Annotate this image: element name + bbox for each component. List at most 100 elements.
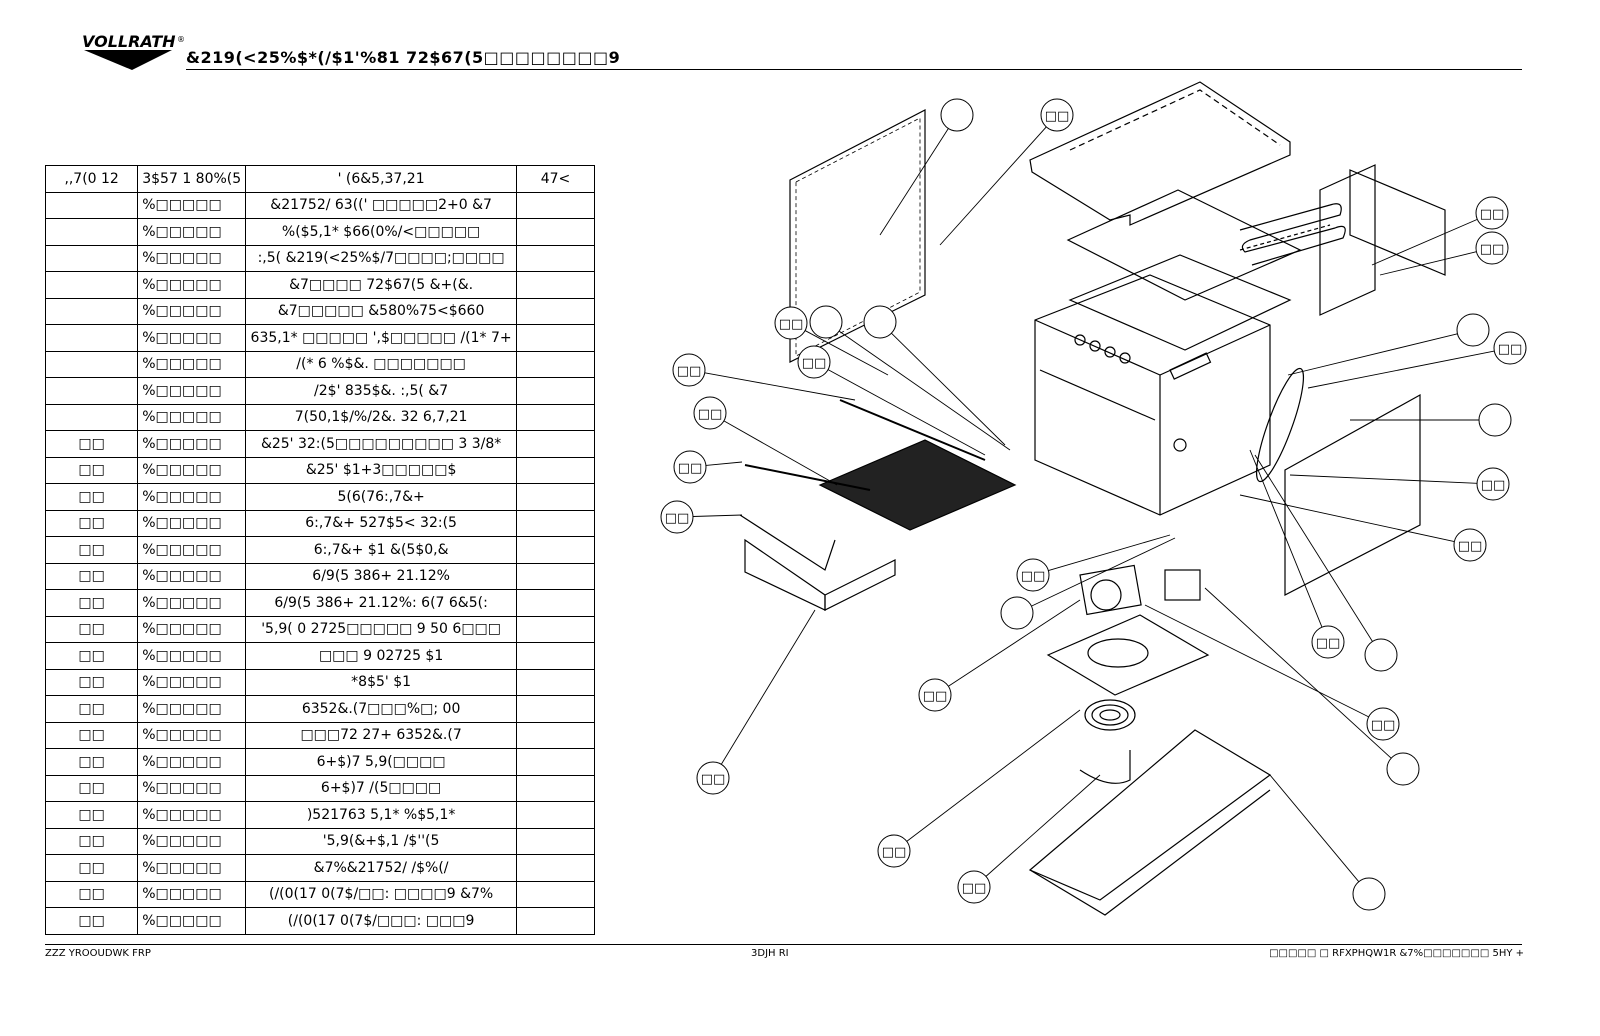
leader-line — [704, 372, 856, 401]
description-cell: 6352&.(7□□□%□; 00 — [245, 695, 518, 723]
description-cell: 635,1* □□□□□ ',$□□□□□ /(1* 7+ — [245, 324, 518, 352]
callout-circle — [774, 306, 808, 340]
callout-circle — [1311, 625, 1345, 659]
inner-panel — [1066, 189, 1302, 351]
table-row: %□□□□□/(* 6 %$&. □□□□□□□ — [44, 350, 595, 378]
leader-line — [838, 330, 1011, 451]
leader-line — [1239, 494, 1455, 543]
qty-cell — [516, 827, 595, 855]
callout-bubble: □□ — [660, 500, 743, 534]
table-row: □□%□□□□□*8$5' $1 — [44, 668, 595, 696]
description-cell: &7□□□□ 72$67(5 &+(&. — [245, 271, 518, 299]
footer-divider — [45, 944, 1522, 945]
footer-website: ZZZ YROOUDWK FRP — [45, 948, 151, 959]
leader-line — [906, 709, 1081, 842]
part-number-cell: %□□□□□ — [137, 456, 247, 484]
part-number-cell: %□□□□□ — [137, 907, 247, 935]
callout-circle — [1000, 596, 1034, 630]
callout-label: □□ — [1316, 636, 1341, 651]
qty-cell — [516, 324, 595, 352]
leader-line — [1144, 604, 1369, 718]
callout-bubble: □□ — [877, 709, 1081, 868]
qty-cell — [516, 377, 595, 405]
table-header-row: ‚,7(0 12 3$57 1 80%(5 ' (6&5,37,21 47< — [44, 165, 595, 193]
description-cell: 7(50,1$/%/2&. 32 6,7,21 — [245, 403, 518, 431]
leader-line — [720, 609, 816, 765]
callout-circle — [809, 305, 843, 339]
callout-bubble — [863, 305, 1006, 446]
leader-line — [1289, 474, 1478, 484]
qty-cell — [516, 297, 595, 325]
callout-circle — [1366, 707, 1400, 741]
table-row: □□%□□□□□6:,7&+ 527$5< 32:(5 — [44, 509, 595, 537]
part-number-cell: %□□□□□ — [137, 615, 247, 643]
item-cell: □□ — [44, 880, 139, 908]
table-row: □□%□□□□□&25' $1+3□□□□□$ — [44, 456, 595, 484]
conveyor-belt — [744, 399, 1017, 531]
callout-circle — [1453, 528, 1487, 562]
description-cell: &25' $1+3□□□□□$ — [245, 456, 518, 484]
page-title: &219(<25%$*(/$1'%81 72$67(5□□□□□□□□9 — [186, 48, 621, 67]
callout-circle — [660, 500, 694, 534]
description-cell: 6/9(5 386+ 21.12%: 6(7 6&5(: — [245, 589, 518, 617]
qty-cell — [516, 271, 595, 299]
callout-label: □□ — [1481, 478, 1506, 493]
callout-circle — [1476, 467, 1510, 501]
parts-list-table: ‚,7(0 12 3$57 1 80%(5 ' (6&5,37,21 47< %… — [44, 165, 595, 935]
callout-circle — [797, 345, 831, 379]
qty-cell — [516, 350, 595, 378]
qty-cell — [516, 191, 595, 219]
item-cell: □□ — [44, 509, 139, 537]
part-number-cell: %□□□□□ — [137, 297, 247, 325]
part-number-cell: %□□□□□ — [137, 642, 247, 670]
power-cord — [1079, 750, 1131, 784]
qty-cell — [516, 668, 595, 696]
table-row: □□%□□□□□6/9(5 386+ 21.12% — [44, 562, 595, 590]
description-cell: 6+$)7 5,9(□□□□ — [245, 748, 518, 776]
leader-line — [692, 514, 743, 517]
column-header-description: ' (6&5,37,21 — [245, 165, 518, 193]
leader-line — [1048, 534, 1171, 571]
callout-bubble: □□ — [1289, 467, 1510, 501]
callout-circle — [673, 450, 707, 484]
qty-cell — [516, 774, 595, 802]
heating-element — [1239, 203, 1346, 266]
leader-line — [939, 126, 1047, 246]
qty-cell — [516, 218, 595, 246]
qty-cell — [516, 615, 595, 643]
callout-bubble: □□ — [1307, 331, 1527, 389]
table-row: □□%□□□□□5(6(76:,7&+ — [44, 483, 595, 511]
callout-circle — [1475, 231, 1509, 265]
table-row: □□%□□□□□6+$)7 /(5□□□□ — [44, 774, 595, 802]
column-header-part-number: 3$57 1 80%(5 — [137, 165, 247, 193]
table-row: □□%□□□□□)521763 5,1* %$5,1* — [44, 801, 595, 829]
part-number-cell: %□□□□□ — [137, 854, 247, 882]
part-number-cell: %□□□□□ — [137, 721, 247, 749]
callout-bubble: □□ — [797, 345, 986, 456]
table-row: %□□□□□&21752/ 63((' □□□□□2+0 &7 — [44, 191, 595, 219]
item-cell: □□ — [44, 483, 139, 511]
part-number-cell: %□□□□□ — [137, 880, 247, 908]
description-cell: 5(6(76:,7&+ — [245, 483, 518, 511]
leader-line — [827, 369, 986, 456]
table-row: %□□□□□%($5,1* $66(0%/<□□□□□ — [44, 218, 595, 246]
part-number-cell: %□□□□□ — [137, 350, 247, 378]
registered-mark: ® — [177, 35, 185, 44]
qty-cell — [516, 244, 595, 272]
callout-bubble: □□ — [672, 353, 856, 401]
callout-label: □□ — [678, 461, 703, 476]
table-row: %□□□□□:,5( &219(<25%$/7□□□□;□□□□ — [44, 244, 595, 272]
callout-label: □□ — [1371, 718, 1396, 733]
qty-cell — [516, 801, 595, 829]
table-row: □□%□□□□□(/(0(17 0(7$/□□□: □□□9 — [44, 907, 595, 935]
part-number-cell: %□□□□□ — [137, 695, 247, 723]
logo-wordmark: VOLLRATH — [82, 32, 176, 51]
item-cell: □□ — [44, 642, 139, 670]
table-row: %□□□□□&7□□□□ 72$67(5 &+(&. — [44, 271, 595, 299]
qty-cell — [516, 403, 595, 431]
part-number-cell: %□□□□□ — [137, 774, 247, 802]
item-cell — [44, 324, 139, 352]
callout-label: □□ — [665, 511, 690, 526]
part-number-cell: %□□□□□ — [137, 536, 247, 564]
description-cell: 6:,7&+ 527$5< 32:(5 — [245, 509, 518, 537]
